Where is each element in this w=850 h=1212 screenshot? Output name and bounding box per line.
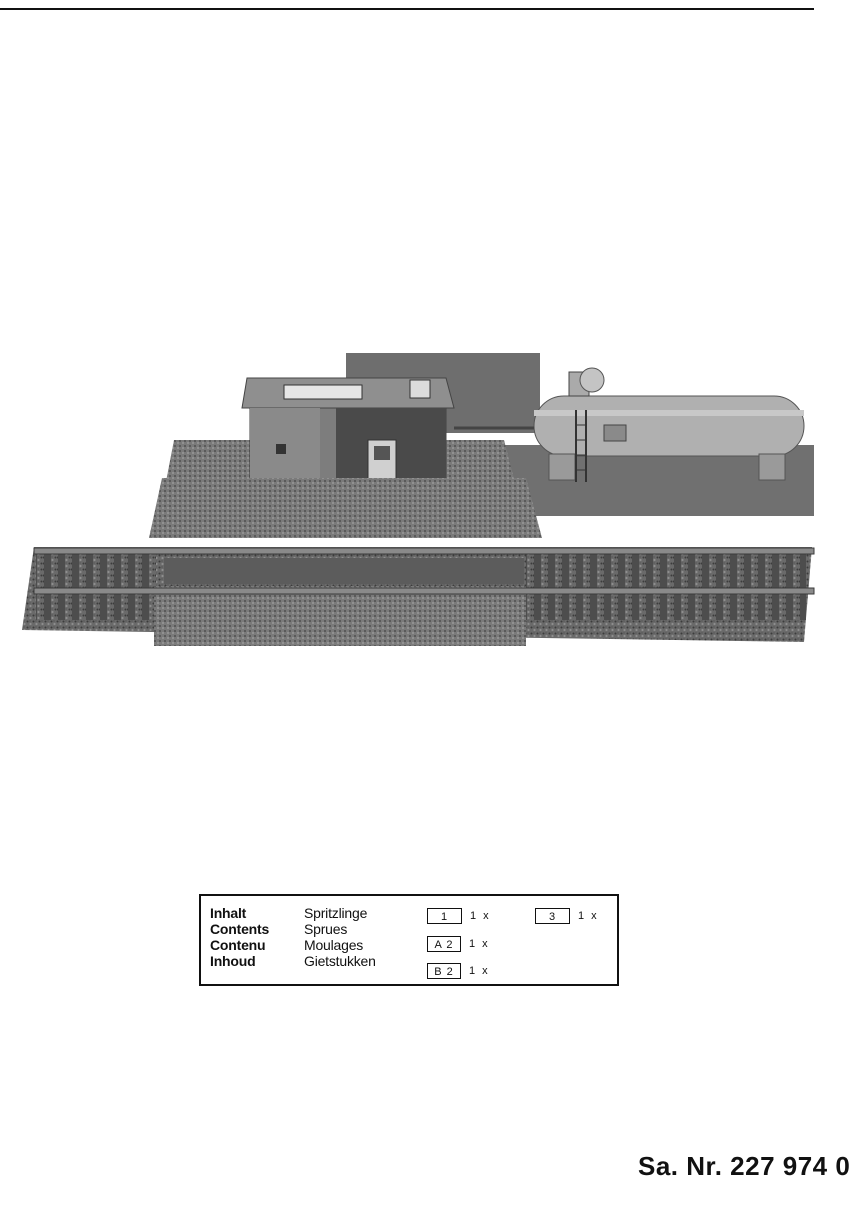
label-contenu: Contenu: [210, 937, 266, 953]
label-inhalt: Inhalt: [210, 905, 247, 921]
sprue-b2: B 2 1 x: [427, 963, 490, 979]
label-contents: Contents: [210, 921, 270, 937]
sprue-3: 3 1 x: [535, 908, 599, 924]
sprue-code: 1: [427, 908, 462, 924]
sprue-quantity: 1 x: [470, 910, 491, 922]
term-sprues: Sprues: [304, 921, 348, 937]
label-inhoud: Inhoud: [210, 953, 256, 969]
term-spritzlinge: Spritzlinge: [304, 905, 368, 921]
sprue-code: A 2: [427, 936, 461, 952]
article-number: Sa. Nr. 227 974 0: [638, 1151, 850, 1181]
contents-terms: Spritzlinge Sprues Moulages Gietstukken: [304, 905, 376, 969]
contents-labels: Inhalt Contents Contenu Inhoud: [210, 905, 269, 969]
tank-wagon: [454, 367, 805, 482]
sprue-1: 1 1 x: [427, 908, 491, 924]
sprue-quantity: 1 x: [469, 938, 490, 950]
term-moulages: Moulages: [304, 937, 364, 953]
cobbled-platform: [149, 478, 542, 538]
sprue-a2: A 2 1 x: [427, 936, 490, 952]
sprue-quantity: 1 x: [578, 910, 599, 922]
tank-base-plate: [504, 445, 814, 516]
sprue-code: B 2: [427, 963, 461, 979]
sprue-quantity: 1 x: [469, 965, 490, 977]
contents-box: Inhalt Contents Contenu Inhoud Spritzlin…: [199, 894, 619, 986]
top-rule: [0, 8, 814, 10]
track-section: [22, 547, 815, 646]
term-gietstukken: Gietstukken: [304, 953, 376, 969]
model-kit-illustration: [22, 353, 815, 646]
sprue-code: 3: [535, 908, 570, 924]
